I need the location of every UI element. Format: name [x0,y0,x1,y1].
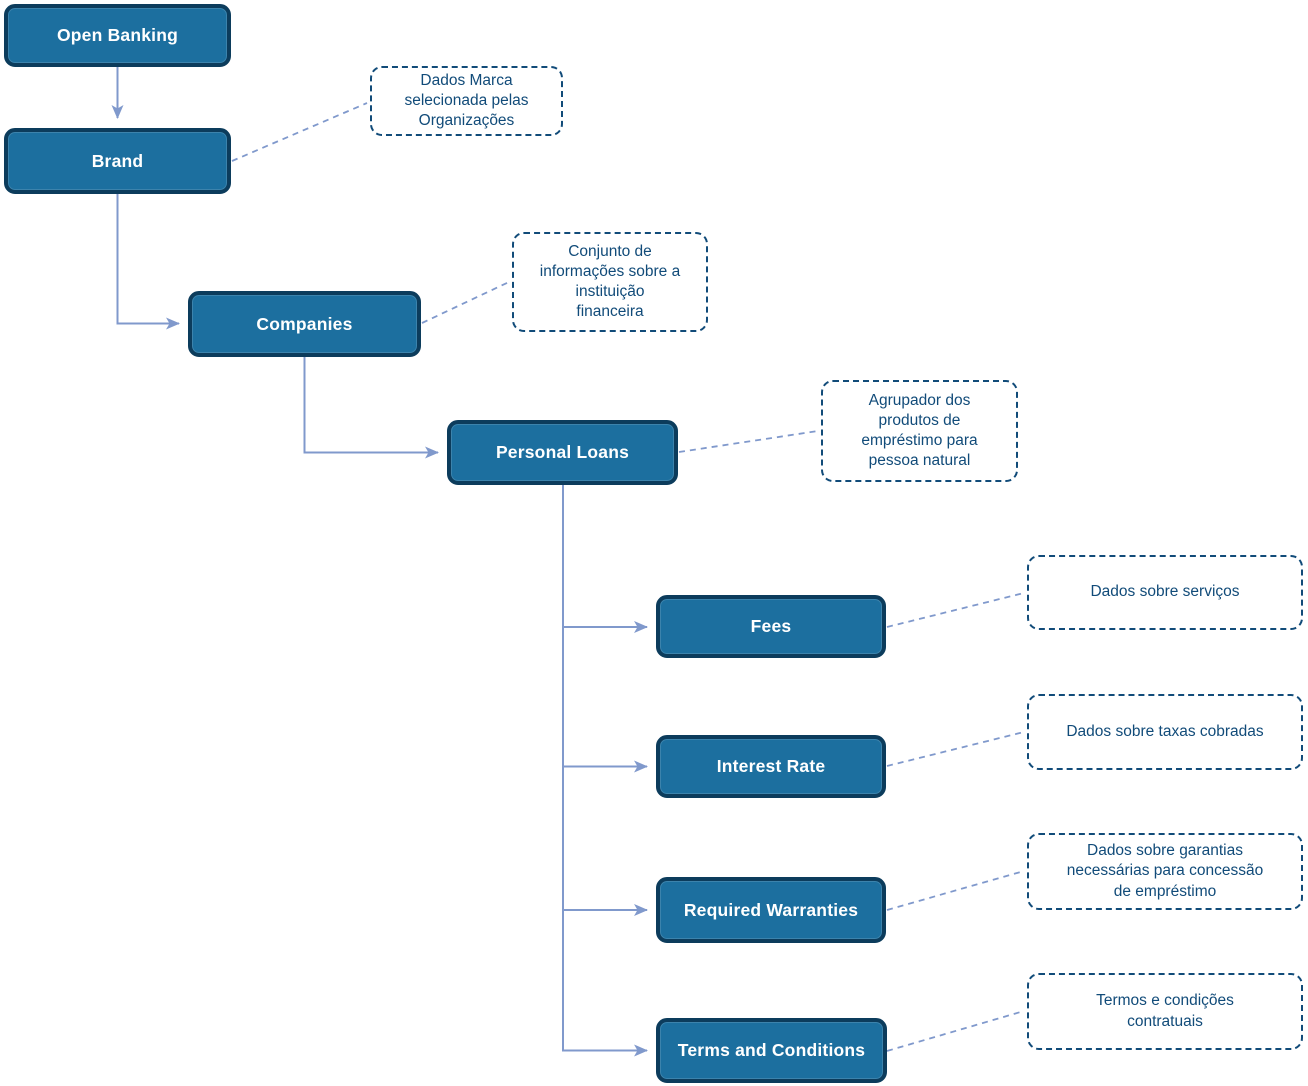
leader-brand [231,102,368,162]
leader-fees [886,592,1025,628]
node-open-banking: Open Banking [4,4,231,67]
annotation-required-warranties: Dados sobre garantias necessárias para c… [1027,833,1303,910]
node-fees: Fees [656,595,886,658]
node-required-warranties: Required Warranties [656,877,886,943]
connector-brand-companies [116,194,180,330]
connector-companies-personalloans [303,357,439,459]
node-interest-rate: Interest Rate [656,735,886,798]
leader-companies [421,281,510,324]
connector-personalloans-terms [562,485,648,1057]
leader-interest-rate [886,731,1025,767]
annotation-leaders [231,102,1025,1052]
node-personal-loans: Personal Loans [447,420,678,485]
leader-terms-and-conditions [886,1010,1025,1052]
annotation-terms-and-conditions: Termos e condições contratuais [1027,973,1303,1050]
leader-required-warranties [886,870,1025,911]
node-terms-and-conditions: Terms and Conditions [656,1018,887,1083]
annotation-personal-loans: Agrupador dos produtos de empréstimo par… [821,380,1018,482]
annotation-brand: Dados Marca selecionada pelas Organizaçõ… [370,66,563,136]
annotation-companies: Conjunto de informações sobre a institui… [512,232,708,332]
node-companies: Companies [188,291,421,357]
leader-personal-loans [678,430,819,453]
node-brand: Brand [4,128,231,194]
annotation-interest-rate: Dados sobre taxas cobradas [1027,694,1303,770]
tree-connectors [111,67,648,1057]
annotation-fees: Dados sobre serviços [1027,555,1303,630]
